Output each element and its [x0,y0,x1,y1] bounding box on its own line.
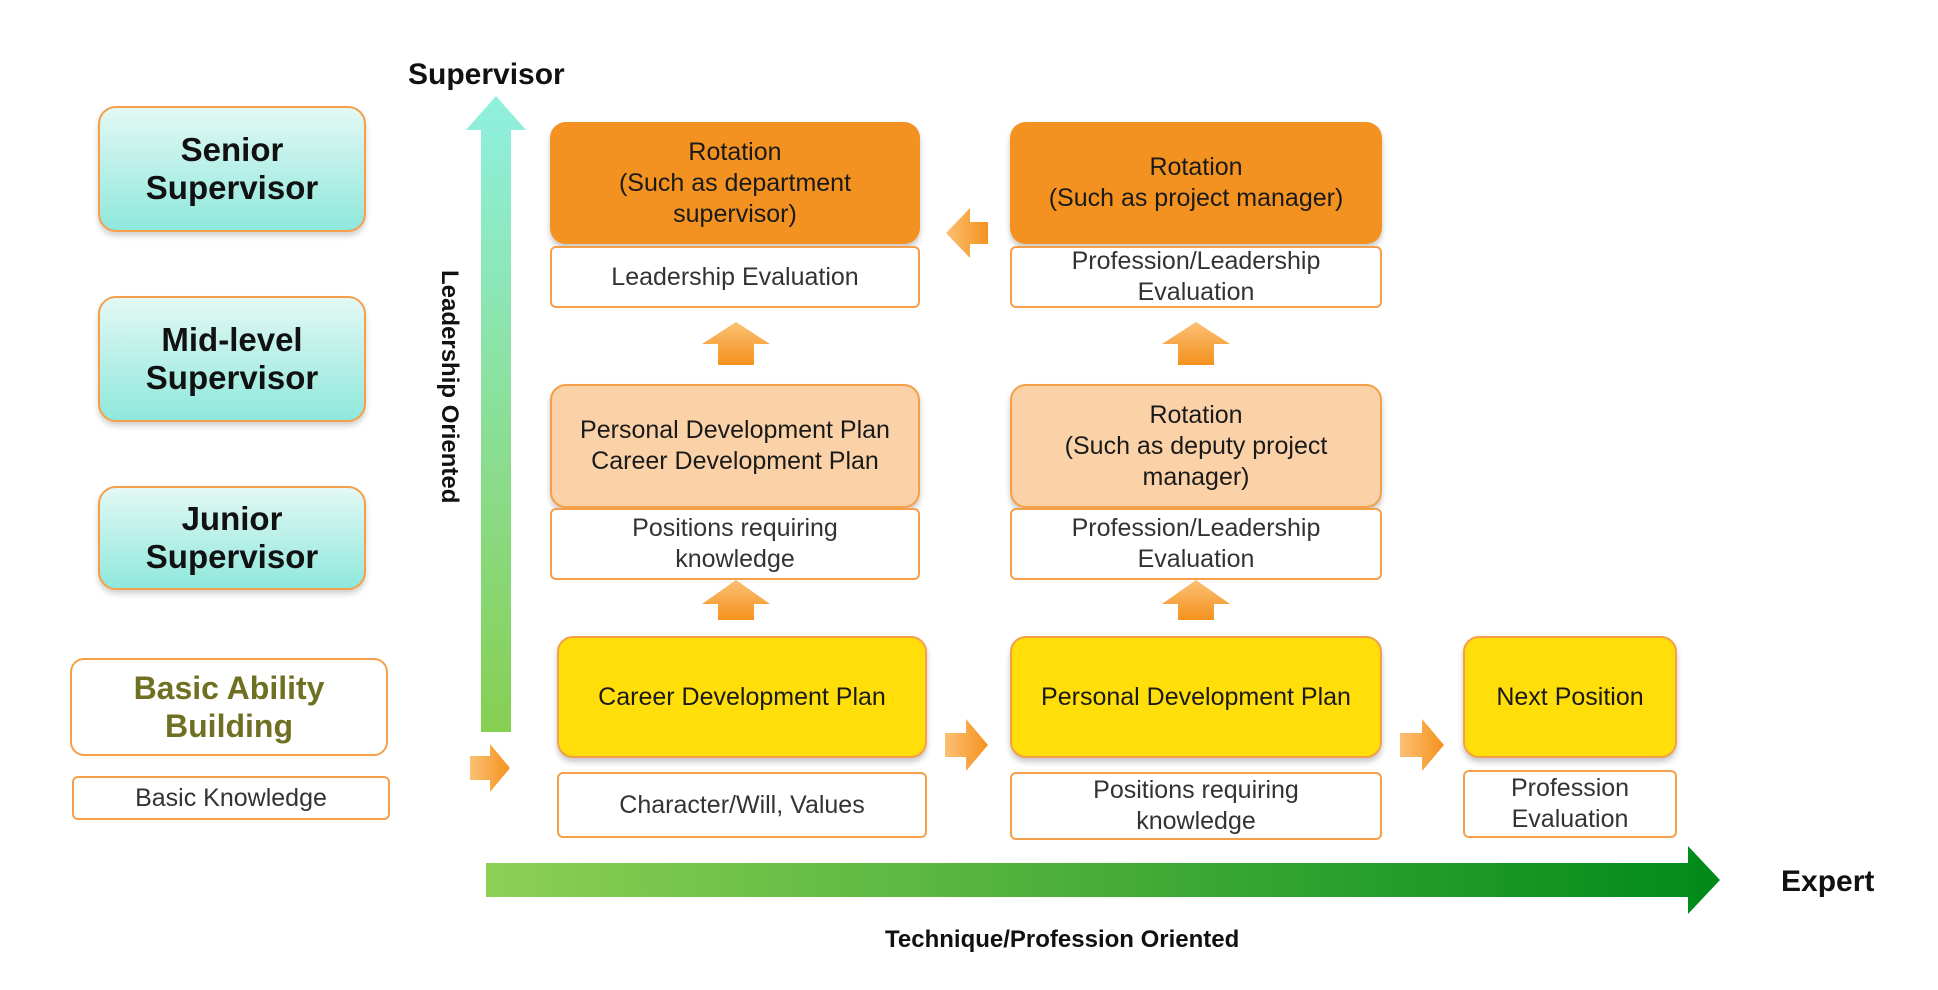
career-development-plan-card: Career Development Plan [557,636,927,758]
basic-ability-box: Basic Ability Building [70,658,388,756]
rotation-department-card: Rotation (Such as department supervisor) [550,122,920,244]
supervisor-axis-title: Supervisor [408,58,565,91]
up-arrow-col2-lower [1162,580,1230,620]
rotation-department-text: Rotation (Such as department supervisor) [618,137,852,228]
start-arrow [470,744,510,792]
personal-development-plan-card: Personal Development Plan [1010,636,1382,758]
rotation-project-manager-card: Rotation (Such as project manager) [1010,122,1382,244]
right-arrow-bottom-2 [1400,719,1444,771]
profession-evaluation-box: Profession Evaluation [1463,770,1677,838]
leadership-evaluation-box: Leadership Evaluation [550,246,920,308]
leadership-oriented-label: Leadership Oriented [436,270,463,504]
rotation-deputy-pm-text: Rotation (Such as deputy project manager… [1064,400,1328,491]
horizontal-axis-arrow [486,846,1720,914]
expert-axis-title: Expert [1781,865,1875,898]
technique-profession-label: Technique/Profession Oriented [885,926,1240,953]
positions-knowledge-box-col2: Positions requiring knowledge [1010,772,1382,840]
next-position-text: Next Position [1496,682,1644,711]
positions-knowledge-text-col2: Positions requiring knowledge [1093,776,1299,835]
mid-level-supervisor-label: Mid-level Supervisor [145,321,319,396]
up-arrow-col2-upper [1162,322,1230,365]
right-arrow-bottom-1 [945,719,988,771]
up-arrow-col1-upper [702,322,770,365]
profession-leadership-eval-text-mid: Profession/Leadership Evaluation [1071,514,1321,573]
up-arrow-col1-lower [702,580,770,620]
positions-knowledge-text-col1: Positions requiring knowledge [632,514,838,573]
character-values-text: Character/Will, Values [619,790,865,819]
junior-supervisor-label: Junior Supervisor [145,500,319,575]
rotation-deputy-pm-card: Rotation (Such as deputy project manager… [1010,384,1382,508]
positions-knowledge-box-col1: Positions requiring knowledge [550,508,920,580]
senior-supervisor-label: Senior Supervisor [145,131,319,206]
mid-level-supervisor-box: Mid-level Supervisor [98,296,366,422]
basic-knowledge-label: Basic Knowledge [135,783,327,812]
basic-ability-label: Basic Ability Building [133,670,325,744]
profession-leadership-eval-box-mid: Profession/Leadership Evaluation [1010,508,1382,580]
character-values-box: Character/Will, Values [557,772,927,838]
profession-evaluation-text: Profession Evaluation [1510,774,1630,833]
left-arrow-top [946,208,988,258]
junior-supervisor-box: Junior Supervisor [98,486,366,590]
senior-supervisor-box: Senior Supervisor [98,106,366,232]
next-position-card: Next Position [1463,636,1677,758]
personal-career-plan-card: Personal Development Plan Career Develop… [550,384,920,508]
personal-career-plan-text: Personal Development Plan Career Develop… [580,416,890,475]
career-development-plan-text: Career Development Plan [598,682,886,711]
leadership-evaluation-text: Leadership Evaluation [611,262,859,291]
personal-development-plan-text: Personal Development Plan [1041,682,1351,711]
rotation-project-manager-text: Rotation (Such as project manager) [1048,153,1344,212]
profession-leadership-eval-box-top: Profession/Leadership Evaluation [1010,246,1382,308]
vertical-axis-arrow [466,96,526,732]
basic-knowledge-box: Basic Knowledge [72,776,390,820]
profession-leadership-eval-text-top: Profession/Leadership Evaluation [1071,247,1321,306]
